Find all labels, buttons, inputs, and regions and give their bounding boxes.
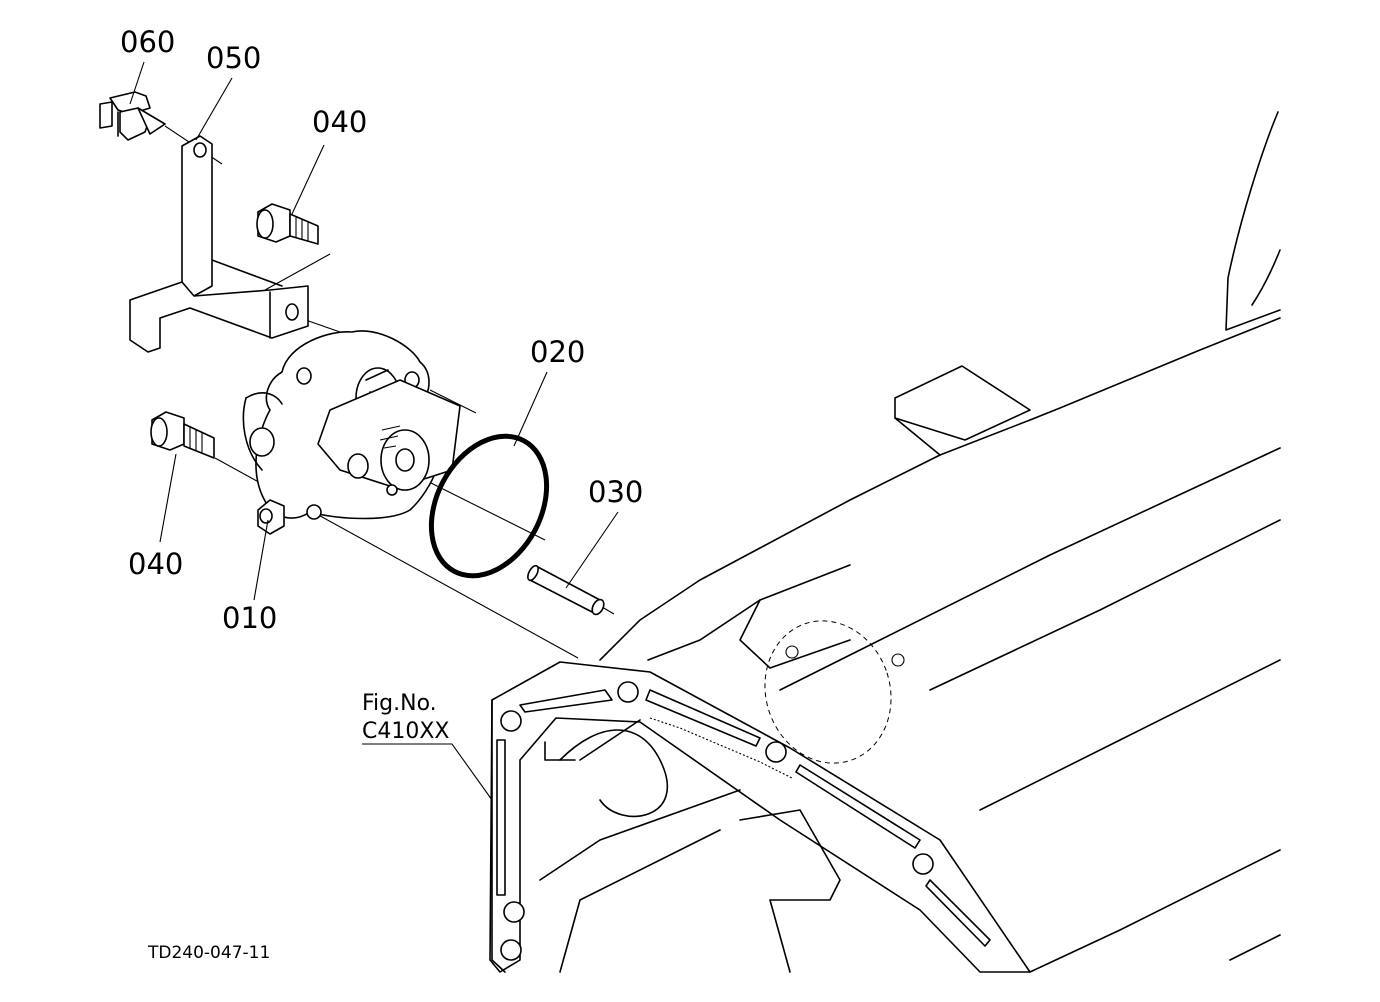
clip-part-060 bbox=[99, 91, 166, 141]
part-label-060: 060 bbox=[120, 25, 175, 59]
part-label-020: 020 bbox=[530, 335, 585, 369]
part-label-040-bottom: 040 bbox=[128, 547, 183, 581]
part-label-050: 050 bbox=[206, 41, 261, 75]
leader-lines bbox=[129, 61, 619, 801]
part-number-labels: 060 050 040 020 030 040 010 bbox=[120, 25, 643, 635]
part-label-040-top: 040 bbox=[312, 105, 367, 139]
figure-reference: Fig.No. C410XX bbox=[362, 691, 450, 744]
pin-part-030 bbox=[527, 564, 605, 616]
bolt-part-040-top bbox=[256, 203, 319, 245]
bolt-part-040-bottom bbox=[150, 411, 215, 459]
document-id: TD240-047-11 bbox=[147, 943, 270, 963]
o-ring-part-020 bbox=[428, 433, 550, 579]
part-label-010: 010 bbox=[222, 601, 277, 635]
bracket-part-050 bbox=[129, 135, 309, 353]
part-label-030: 030 bbox=[588, 475, 643, 509]
transmission-housing bbox=[489, 111, 1281, 973]
fig-no-label: Fig.No. bbox=[362, 691, 437, 716]
pump-assembly-part-010 bbox=[242, 330, 461, 535]
fig-code-label: C410XX bbox=[362, 719, 450, 744]
